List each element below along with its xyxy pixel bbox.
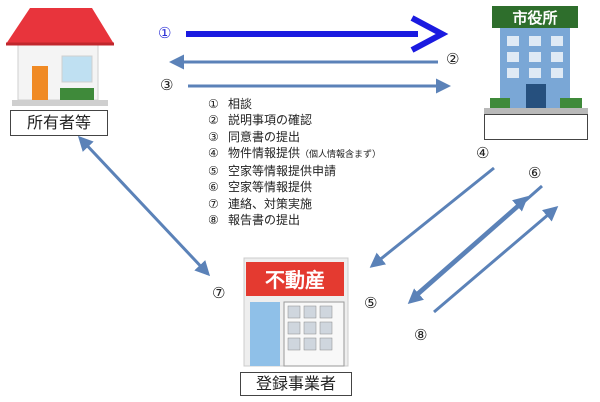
marker-8: ⑧ <box>414 326 428 344</box>
marker-5: ⑤ <box>364 294 378 312</box>
owner-label: 所有者等 <box>10 110 108 136</box>
house-icon <box>6 8 114 106</box>
city-office-label <box>484 114 588 140</box>
realtor-sign: 不動産 <box>265 268 325 292</box>
arrow-8 <box>433 206 559 314</box>
marker-3: ③ <box>160 76 174 94</box>
arrow-4 <box>369 166 495 268</box>
marker-6: ⑥ <box>528 164 542 182</box>
marker-2: ② <box>446 50 460 68</box>
marker-1: ① <box>158 24 172 42</box>
city-office-sign: 市役所 <box>512 9 557 27</box>
arrow-5 <box>413 196 529 298</box>
marker-4: ④ <box>476 144 490 162</box>
arrow-6 <box>407 184 543 304</box>
city-office-icon: 市役所 <box>484 6 588 114</box>
arrow-7 <box>77 135 211 277</box>
marker-7: ⑦ <box>212 284 226 302</box>
arrow-1 <box>186 15 449 53</box>
business-label: 登録事業者 <box>240 372 352 396</box>
realtor-shop-icon: 不動産 <box>243 257 349 367</box>
